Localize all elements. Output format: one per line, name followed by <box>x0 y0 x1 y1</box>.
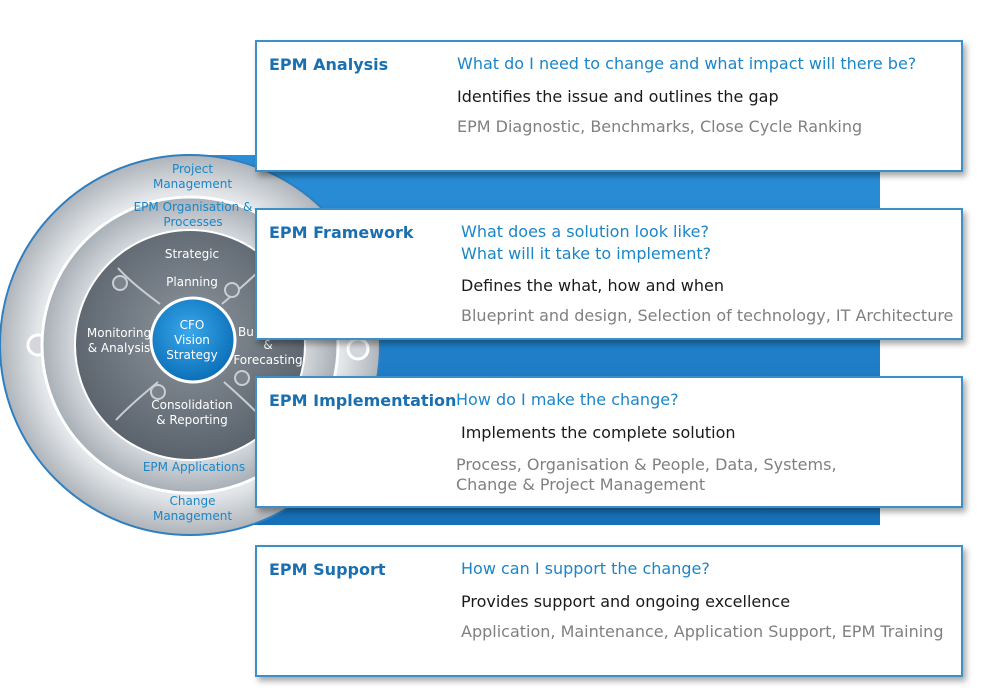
panel-services: Blueprint and design, Selection of techn… <box>461 306 954 325</box>
panel-question: What do I need to change and what impact… <box>457 54 917 73</box>
panel-title: EPM Analysis <box>269 55 389 74</box>
panel-services-line2: Change & Project Management <box>456 475 706 494</box>
panel-question-line1: What does a solution look like? <box>461 222 709 241</box>
panel-title: EPM Framework <box>269 223 414 242</box>
panel-epm-analysis: EPM Analysis What do I need to change an… <box>255 40 963 172</box>
panel-question-line2: What will it take to implement? <box>461 244 712 263</box>
panel-title: EPM Support <box>269 560 386 579</box>
outer-ring-label-top: Project Management <box>152 162 233 191</box>
panel-services: EPM Diagnostic, Benchmarks, Close Cycle … <box>457 117 863 136</box>
panel-epm-framework: EPM Framework What does a solution look … <box>255 208 963 340</box>
segment-knobs <box>112 275 250 400</box>
panel-epm-support: EPM Support How can I support the change… <box>255 545 963 677</box>
panel-services: Application, Maintenance, Application Su… <box>461 622 944 641</box>
center-label: CFO Vision Strategy <box>166 318 218 362</box>
panel-question: How do I make the change? <box>456 390 679 409</box>
middle-ring-label-bottom: EPM Applications <box>142 460 246 474</box>
segment-consolidation-reporting: Consolidation & Reporting <box>151 398 233 427</box>
panel-services-line1: Process, Organisation & People, Data, Sy… <box>456 455 837 474</box>
segment-monitoring-analysis: Monitoring & Analysis <box>86 326 152 355</box>
middle-ring-connector <box>346 337 370 361</box>
panel-description: Identifies the issue and outlines the ga… <box>457 87 779 106</box>
middle-ring-label-top: EPM Organisation & Processes <box>133 200 253 229</box>
center-circle <box>149 296 237 384</box>
panel-title: EPM Implementation <box>269 391 457 410</box>
segment-forecasting: & Forecasting <box>233 338 303 367</box>
segment-planning: Planning <box>166 275 218 289</box>
segment-strategic: Strategic <box>164 247 220 261</box>
outer-ring-label-bottom: Change Management <box>152 494 233 523</box>
panel-epm-implementation: EPM Implementation How do I make the cha… <box>255 376 963 508</box>
panel-description: Defines the what, how and when <box>461 276 724 295</box>
panel-description: Provides support and ongoing excellence <box>461 592 791 611</box>
panel-question: How can I support the change? <box>461 559 710 578</box>
panel-description: Implements the complete solution <box>461 423 736 442</box>
